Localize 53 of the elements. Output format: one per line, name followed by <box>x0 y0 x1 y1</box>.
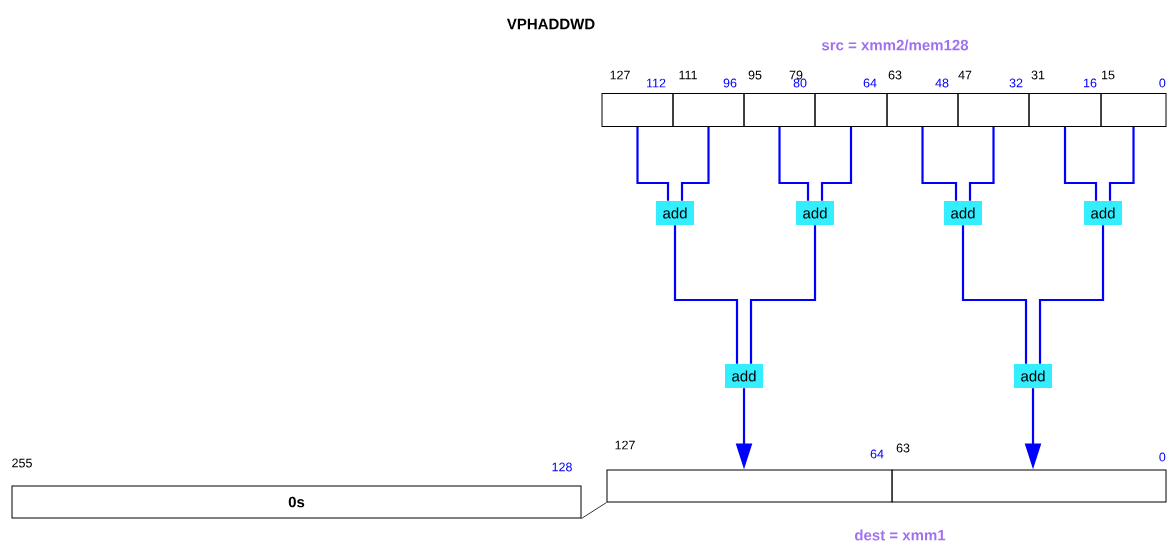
register-cell <box>601 93 674 127</box>
bit-number: 63 <box>888 70 902 80</box>
bit-number: 95 <box>748 70 762 80</box>
connector-line <box>680 127 710 201</box>
register-cell <box>814 93 888 127</box>
bit-number: 47 <box>958 70 972 80</box>
connector-line <box>820 127 853 201</box>
bit-number: 32 <box>1009 78 1023 88</box>
connector-line <box>1063 127 1098 201</box>
bit-number: 128 <box>552 462 572 472</box>
connector-line <box>749 225 817 364</box>
register-cell <box>743 93 816 127</box>
register-box: 0s <box>11 485 582 519</box>
register-cell <box>957 93 1030 127</box>
title: VPHADDWD <box>506 18 595 30</box>
register-label: src = xmm2/mem128 <box>821 39 969 51</box>
bit-number: 64 <box>863 78 877 88</box>
bit-number: 15 <box>1102 70 1115 80</box>
operation-box: add <box>1084 201 1122 225</box>
connector-line <box>636 127 670 201</box>
register-label: dest = xmm1 <box>854 529 946 541</box>
register-cell <box>886 93 959 127</box>
bit-number: 80 <box>793 78 807 88</box>
operation-box: add <box>725 364 763 388</box>
connector-line <box>968 127 995 201</box>
operation-box: add <box>944 201 982 225</box>
register-cell <box>672 93 745 127</box>
register-cell <box>1100 93 1167 127</box>
register-cell <box>891 469 1167 503</box>
bit-number: 112 <box>647 78 666 88</box>
register-cell <box>606 469 893 503</box>
bit-number: 48 <box>935 78 949 88</box>
connector-line <box>961 225 1028 364</box>
connector-line <box>921 127 958 201</box>
connector-line <box>1038 225 1105 364</box>
connector-line <box>1108 127 1135 201</box>
bit-number: 16 <box>1084 78 1097 88</box>
bit-number: 111 <box>679 70 697 80</box>
bit-number: 79 <box>789 70 803 80</box>
slant-line <box>581 502 607 519</box>
bit-number: 127 <box>615 440 635 450</box>
bit-number: 64 <box>870 449 884 459</box>
bit-number: 96 <box>723 78 737 88</box>
bit-number: 31 <box>1031 70 1045 80</box>
connector-line <box>778 127 810 201</box>
bit-number: 255 <box>12 458 32 468</box>
operation-box: add <box>656 201 694 225</box>
bit-number: 63 <box>896 443 910 453</box>
bit-number: 127 <box>610 70 630 80</box>
register-cell <box>1028 93 1102 127</box>
operation-box: add <box>1014 364 1052 388</box>
operation-box: add <box>796 201 834 225</box>
connector-line <box>673 225 739 364</box>
